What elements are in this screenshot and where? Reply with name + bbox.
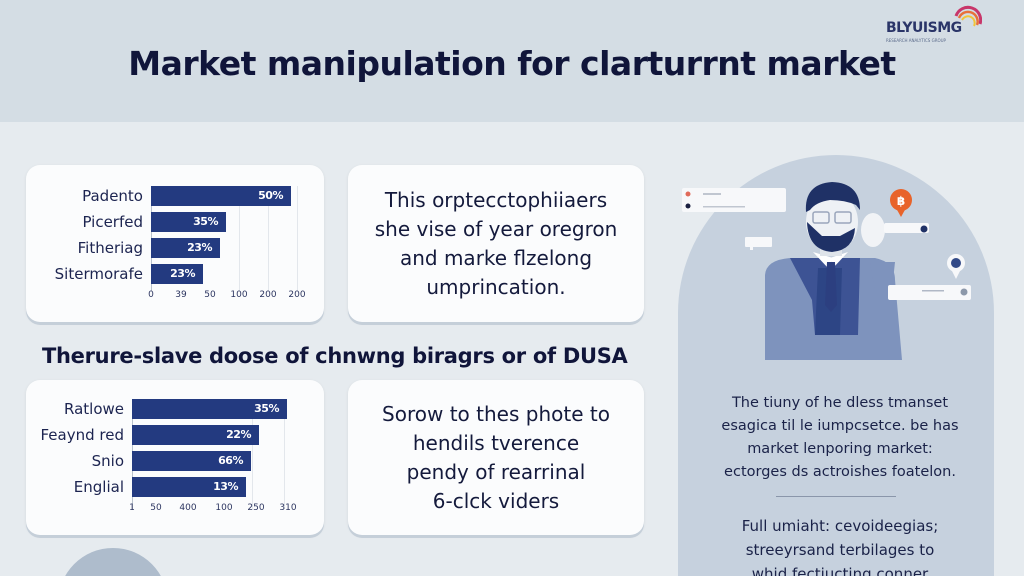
bar-value: 35% — [193, 215, 218, 228]
text-line: pendy of rearrinal — [406, 459, 586, 484]
bar: 22% — [132, 425, 259, 445]
x-tick: 250 — [247, 503, 265, 513]
text-line: 6-clck viders — [432, 488, 560, 513]
bar-value: 35% — [254, 402, 279, 415]
bar-label: Padento — [82, 187, 143, 205]
text-line: umprincation. — [426, 274, 566, 299]
bar-chart-2: Ratlowe 35% Feaynd red 22% Snio 66% Engl… — [41, 399, 297, 513]
bar: 66% — [132, 451, 251, 471]
text-line: esagica til le iumpcsetce. be has — [721, 418, 959, 434]
text-line: The tiuny of he dless tmanset — [731, 395, 949, 411]
text-line: Full umiaht: cevoideegias; — [741, 517, 939, 535]
text-line: streeyrsand terbilages to — [745, 541, 935, 559]
bar: 50% — [151, 186, 291, 206]
logo-text: BLYUISMG — [886, 20, 962, 36]
bar-chart-card-1: Padento 50% Picerfed 35% Fitheriag 23% S… — [26, 165, 324, 322]
text-line: ectorges ds actroishes foatelon. — [724, 464, 956, 480]
brand-logo: BLYUISMG RESEARCH ANALYTICS GROUP — [886, 5, 986, 46]
page-title: Market manipulation for clarturrnt marke… — [128, 44, 896, 83]
bar-label: Fitheriag — [77, 239, 143, 257]
bar-label: Feaynd red — [40, 426, 125, 444]
x-tick: 39 — [175, 290, 187, 300]
logo-subtext: RESEARCH ANALYTICS GROUP — [886, 38, 946, 43]
decorative-circle — [58, 548, 168, 576]
bar-label: Sitermorafe — [54, 265, 143, 283]
section-subtitle: Therure-slave doose of chnwng biragrs or… — [42, 344, 628, 368]
bar: 35% — [132, 399, 287, 419]
x-tick: 0 — [148, 290, 154, 300]
text-line: Sorow to thes phote to — [382, 401, 610, 426]
text-line: hendils tverence — [412, 430, 580, 455]
person-illustration: ฿ — [682, 182, 971, 360]
bar-value: 23% — [187, 241, 212, 254]
svg-text:฿: ฿ — [897, 194, 905, 208]
text-line: she vise of year oregron — [374, 216, 618, 241]
bar-value: 22% — [226, 428, 251, 441]
x-tick: 50 — [204, 290, 216, 300]
bar-value: 23% — [170, 267, 195, 280]
x-tick: 100 — [215, 503, 233, 513]
text-line: whid fectiucting conner — [751, 565, 929, 576]
text-card-2-body: Sorow to thes phote to hendils tverence … — [348, 380, 644, 535]
x-tick: 200 — [259, 290, 277, 300]
bar-chart-1: Padento 50% Picerfed 35% Fitheriag 23% S… — [55, 186, 306, 300]
x-tick: 1 — [129, 503, 135, 513]
bar: 23% — [151, 264, 203, 284]
x-tick: 100 — [230, 290, 248, 300]
header-banner — [0, 0, 1024, 122]
rainbow-arc-icon — [954, 5, 982, 27]
x-tick: 310 — [279, 503, 297, 513]
bar-label: Picerfed — [82, 213, 143, 231]
text-line: This orptecctophiiaers — [384, 187, 608, 212]
text-card-2: Sorow to thes phote to hendils tverence … — [348, 380, 644, 535]
panel-paragraph-1: The tiuny of he dless tmanset esagica ti… — [690, 392, 990, 484]
bar-value: 13% — [213, 480, 238, 493]
bar: 23% — [151, 238, 220, 258]
bar-label: Englial — [73, 478, 124, 496]
text-line: market lenporing market: — [747, 441, 933, 457]
x-tick: 400 — [179, 503, 197, 513]
bar-value: 50% — [258, 189, 283, 202]
chat-bubble-icon — [745, 237, 772, 250]
text-card-1-body: This orptecctophiiaers she vise of year … — [348, 165, 644, 322]
text-card-1: This orptecctophiiaers she vise of year … — [348, 165, 644, 322]
panel-paragraph-2: Full umiaht: cevoideegias; streeyrsand t… — [690, 514, 990, 576]
bar-chart-card-2: Ratlowe 35% Feaynd red 22% Snio 66% Engl… — [26, 380, 324, 535]
text-line: and marke flzelong — [399, 245, 593, 270]
bar-label: Snio — [91, 452, 124, 470]
bar-label: Ratlowe — [63, 400, 124, 418]
x-tick: 50 — [150, 503, 162, 513]
location-pin-icon — [947, 254, 965, 279]
notification-card-icon — [682, 188, 786, 212]
bar-value: 66% — [218, 454, 243, 467]
bitcoin-pin-icon: ฿ — [890, 189, 912, 217]
x-tick: 200 — [288, 290, 306, 300]
divider — [776, 496, 896, 497]
bar: 13% — [132, 477, 246, 497]
bar: 35% — [151, 212, 226, 232]
